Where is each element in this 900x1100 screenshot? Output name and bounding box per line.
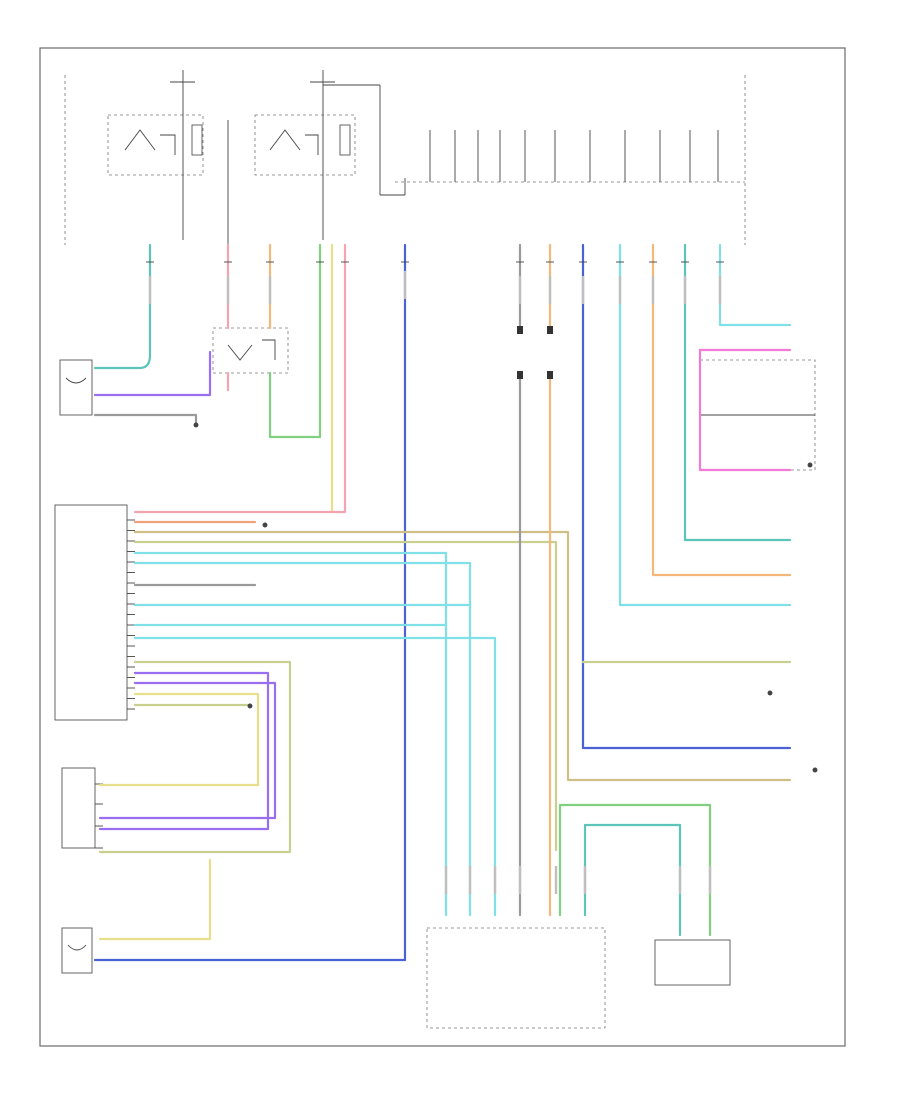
wire-olive (98, 660, 292, 854)
label-mark (554, 866, 558, 894)
connector-icon (547, 371, 553, 379)
label-mark (581, 276, 585, 304)
label-mark (678, 866, 682, 894)
ground-icon (193, 422, 818, 773)
wire-gray (93, 413, 198, 427)
wire-yellow (98, 858, 212, 941)
diagram-frame (39, 47, 846, 1047)
label-mark (651, 276, 655, 304)
wire-cyan (133, 561, 472, 917)
junction-block (395, 75, 746, 245)
label-mark (518, 276, 522, 304)
height-sensor-box (61, 767, 96, 849)
wire-teal (683, 243, 792, 542)
wire-yellow (98, 692, 260, 787)
label-mark (468, 866, 472, 894)
wire-pink (133, 243, 347, 514)
label-mark (583, 866, 587, 894)
label-mark (548, 276, 552, 304)
wire-olive (133, 540, 558, 852)
label-mark (518, 866, 522, 894)
connector-icon (517, 326, 523, 334)
wire-magenta (698, 348, 792, 472)
label-mark (226, 276, 230, 304)
connector-icon (547, 326, 553, 334)
wire-violet (98, 671, 270, 831)
wire-blue (93, 243, 407, 962)
wire-cyan (133, 551, 448, 917)
wire-teal (583, 823, 682, 937)
label-mark (718, 276, 722, 304)
wire-blue (581, 243, 792, 750)
lower-connector-box (426, 927, 606, 1029)
label-mark (708, 866, 712, 894)
air-suspension-control-module (54, 504, 128, 721)
wire-cyan (718, 243, 792, 327)
pressure-sensor-box (59, 359, 93, 416)
label-mark (618, 276, 622, 304)
wire-violet (93, 350, 212, 397)
compressor-relay-box (212, 327, 289, 374)
wire-tan (133, 530, 792, 782)
connector-icon (517, 371, 523, 379)
relay-group-left (107, 70, 204, 240)
label-mark (683, 276, 687, 304)
compressor-motor-box (654, 939, 731, 986)
wire-violet (98, 681, 277, 820)
wire-teal (93, 243, 152, 370)
relay-icon (227, 339, 276, 361)
label-mark (268, 276, 272, 304)
sensor-icon (65, 377, 87, 384)
wire-green (268, 243, 322, 439)
wire-cyan (133, 636, 497, 917)
label-mark (148, 276, 152, 304)
switch-box (61, 927, 93, 974)
wire-orange (651, 243, 792, 577)
wire-cyan (618, 243, 792, 607)
switch-icon (67, 944, 87, 951)
label-mark (493, 866, 497, 894)
label-mark (444, 866, 448, 894)
relay-group-right (254, 70, 405, 240)
label-mark (403, 271, 407, 299)
